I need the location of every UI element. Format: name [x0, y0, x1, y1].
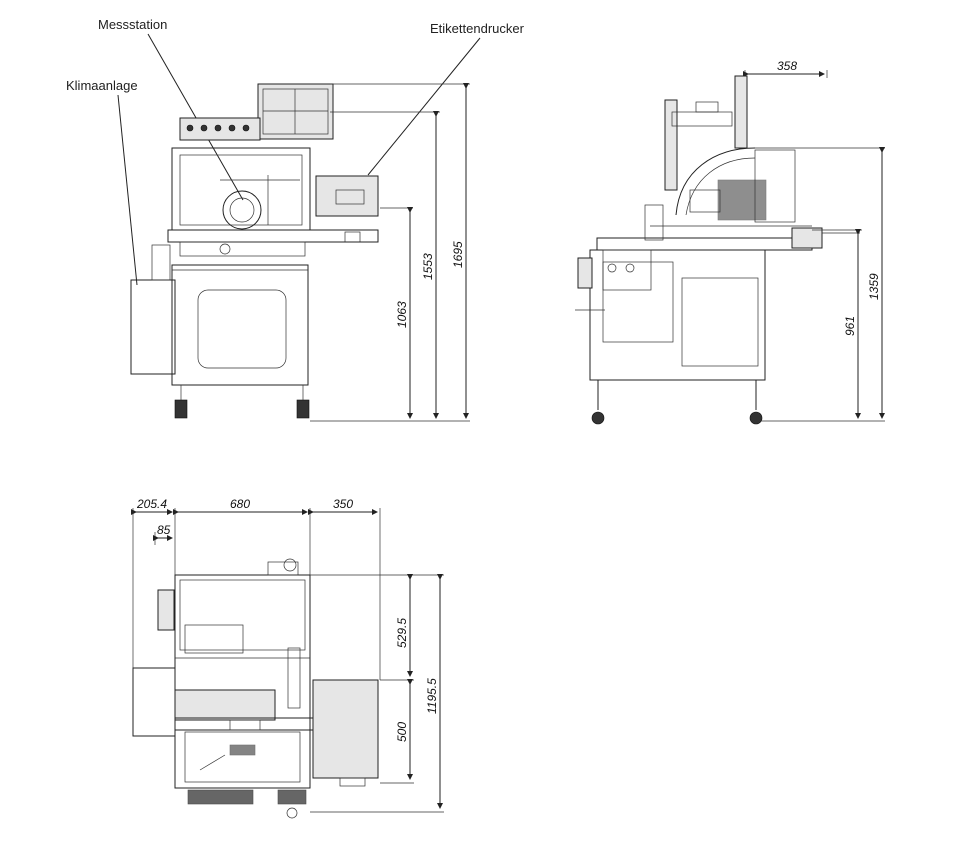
measuring-ring [222, 190, 262, 230]
dim-top-205-4: 205.4 [136, 497, 167, 511]
monitor [257, 83, 334, 140]
dim-front-1063: 1063 [395, 301, 409, 328]
dim-top-680: 680 [230, 497, 250, 511]
callout-measuring-station: Messstation [98, 17, 167, 32]
label-printer [315, 175, 379, 217]
foot-right [296, 399, 310, 419]
side-view-drawing: 358 1359 [575, 59, 885, 425]
cabinet-door [197, 289, 287, 369]
dim-top-1195-5: 1195.5 [425, 678, 439, 714]
leader-measuring-station [147, 33, 244, 201]
dim-side-358: 358 [777, 59, 797, 73]
dim-front-1695: 1695 [451, 241, 465, 268]
dim-top-350: 350 [333, 497, 353, 511]
dim-top-85: 85 [157, 523, 171, 537]
leader-air-conditioner [117, 94, 138, 286]
dim-side-1359: 1359 [867, 273, 881, 300]
top-view-drawing: 205.4 680 350 85 [131, 497, 444, 819]
air-conditioner-unit [130, 279, 176, 375]
dim-front-1553: 1553 [421, 253, 435, 280]
lower-cabinet [171, 264, 309, 386]
callout-label-printer: Etikettendrucker [430, 21, 525, 36]
measuring-enclosure [171, 147, 311, 231]
dim-top-529-5: 529.5 [395, 618, 409, 648]
foot-left [174, 399, 188, 419]
dim-top-500: 500 [395, 722, 409, 742]
callout-air-conditioner: Klimaanlage [66, 78, 138, 93]
dim-side-961: 961 [843, 316, 857, 336]
leader-label-printer [367, 37, 481, 176]
